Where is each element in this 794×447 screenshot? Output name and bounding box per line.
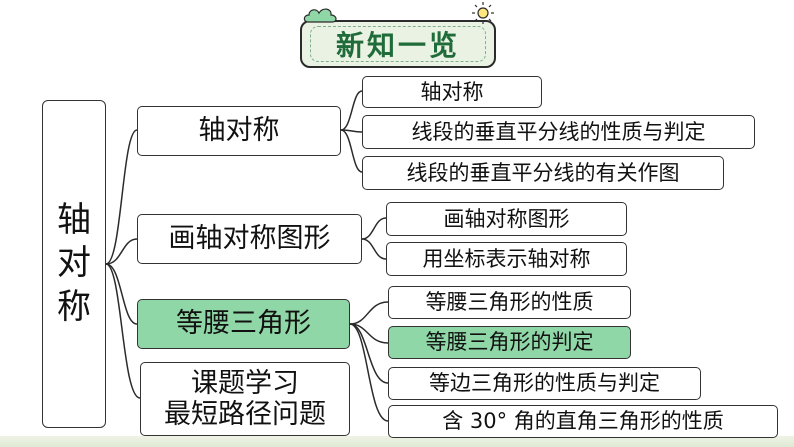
cloud-icon xyxy=(303,8,337,23)
leaf-node: 等腰三角形的判定 xyxy=(388,326,631,359)
leaf-node: 线段的垂直平分线的性质与判定 xyxy=(362,115,755,149)
leaf-node: 轴对称 xyxy=(362,76,542,108)
title-banner: 新知一览 xyxy=(300,20,496,68)
connector-b3-3 xyxy=(349,323,389,384)
leaf-node: 等边三角形的性质与判定 xyxy=(388,367,701,400)
connector-b2-1 xyxy=(361,217,387,240)
page-title: 新知一览 xyxy=(335,29,460,62)
branch-node-shortest-path-line-2: 最短路径问题 xyxy=(164,399,326,430)
title-inner-frame xyxy=(310,26,486,62)
connector-root-3 xyxy=(105,263,138,325)
branch-node-draw-symmetric-figure: 画轴对称图形 xyxy=(137,214,362,264)
connector-root-2 xyxy=(105,238,138,265)
connector-b3-1 xyxy=(349,301,389,325)
root-node: 轴 对 称 xyxy=(42,100,106,428)
branch-node-axial-symmetry: 轴对称 xyxy=(137,106,341,156)
connector-b1-1 xyxy=(340,90,363,131)
connector-b1-3 xyxy=(340,129,363,173)
leaf-node: 线段的垂直平分线的有关作图 xyxy=(362,156,724,190)
connector-b3-4 xyxy=(349,323,389,422)
root-char-3: 称 xyxy=(57,286,91,327)
connector-root-1 xyxy=(105,129,138,265)
connector-root-4 xyxy=(105,263,141,399)
branch-node-shortest-path-line-1: 课题学习 xyxy=(191,367,299,399)
root-char-1: 轴 xyxy=(57,200,91,241)
leaf-node: 用坐标表示轴对称 xyxy=(386,242,627,276)
branch-node-isosceles-triangle: 等腰三角形 xyxy=(137,299,350,349)
branch-node-shortest-path: 课题学习 最短路径问题 xyxy=(140,362,350,436)
connector-b2-2 xyxy=(361,238,387,260)
leaf-node: 含 30° 角的直角三角形的性质 xyxy=(388,405,778,438)
sun-icon xyxy=(472,2,494,24)
leaf-node: 画轴对称图形 xyxy=(386,202,627,236)
root-char-2: 对 xyxy=(57,243,91,284)
leaf-node: 等腰三角形的性质 xyxy=(388,286,631,319)
bottom-band xyxy=(0,436,794,447)
